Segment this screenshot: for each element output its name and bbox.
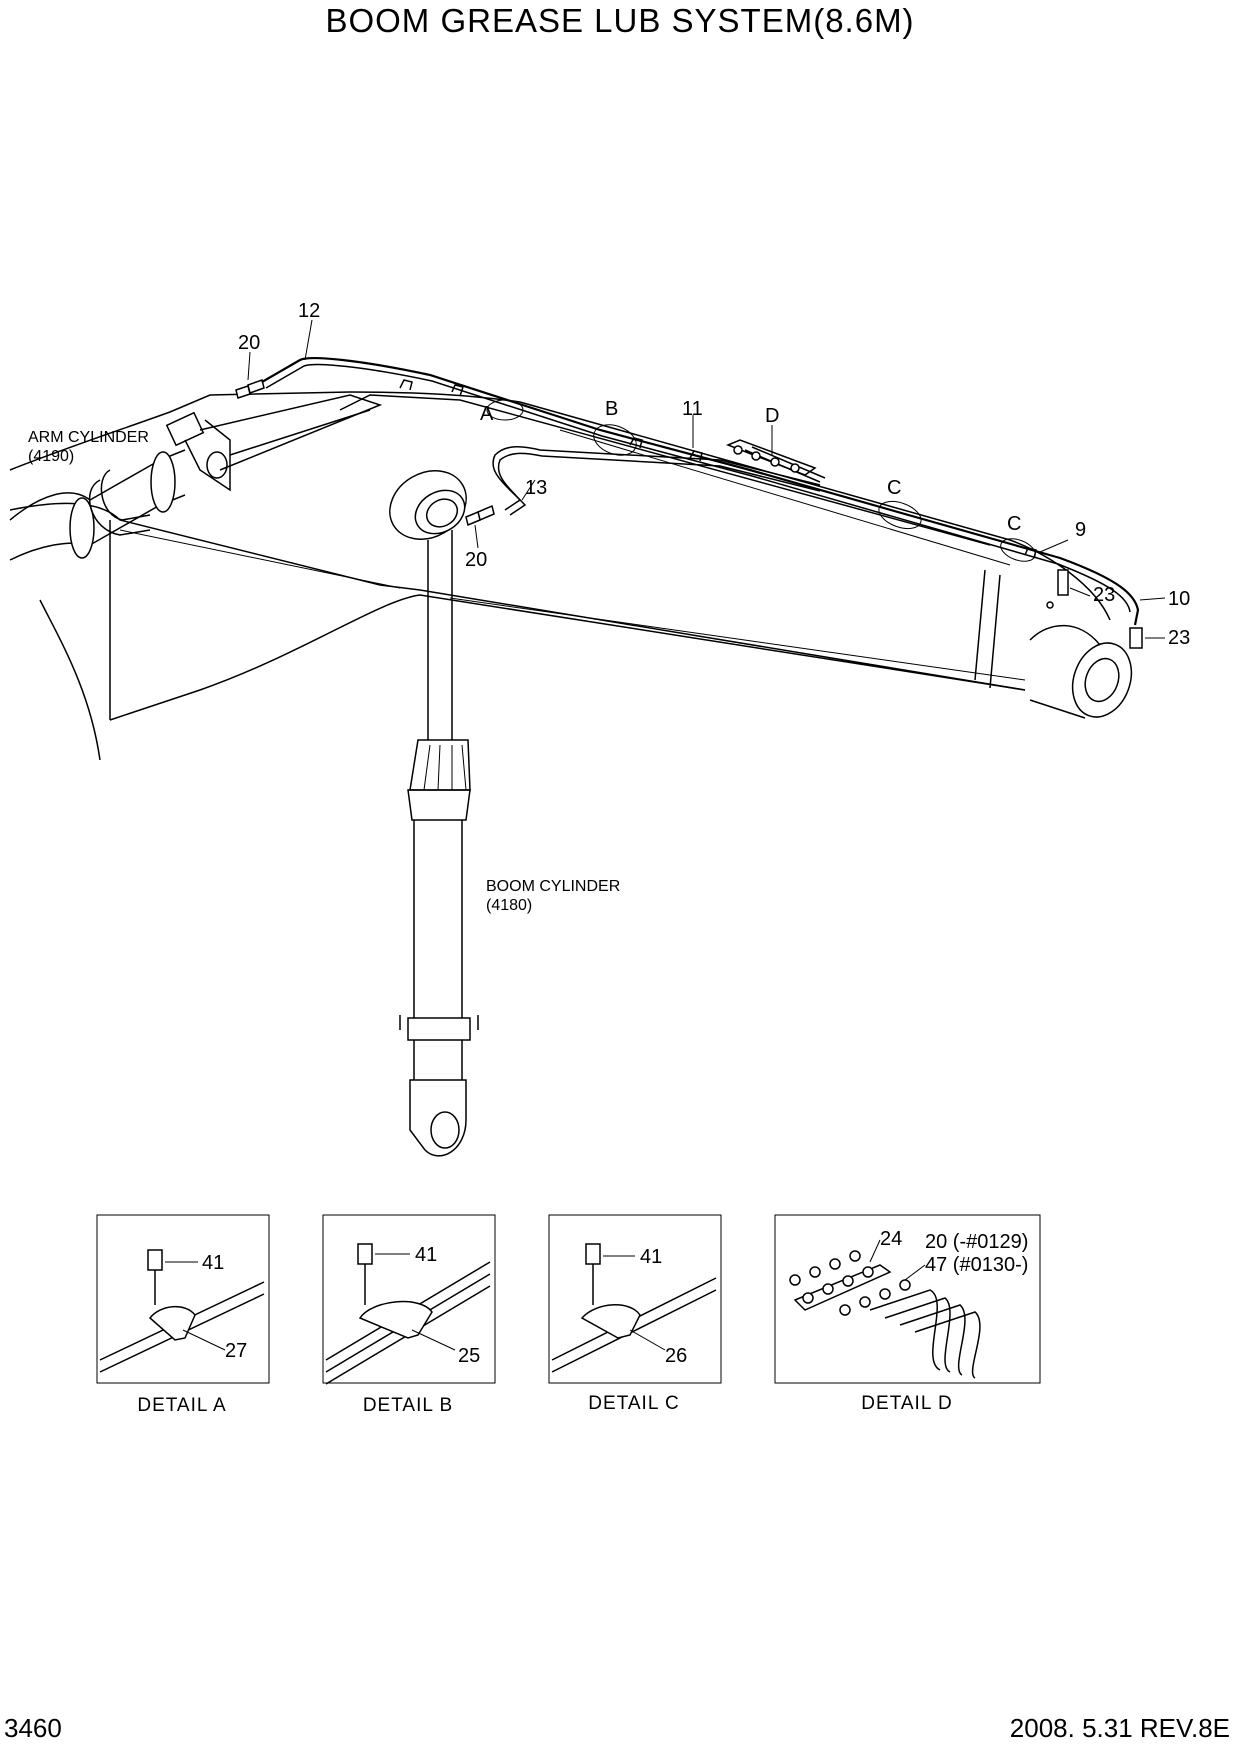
callout-9: 9 (1075, 519, 1087, 541)
page-title: BOOM GREASE LUB SYSTEM(8.6M) (325, 2, 915, 39)
detail-d-note-2: 47 (#0130-) (925, 1254, 1029, 1276)
detail-d-box (774, 1214, 1041, 1384)
callout-c-1: C (887, 477, 902, 499)
arm-cylinder-ref: ARM CYLINDER (4190) (28, 428, 149, 466)
arm-cylinder-name: ARM CYLINDER (28, 429, 149, 446)
detail-d-label: DETAIL D (861, 1393, 953, 1414)
callout-10: 10 (1168, 588, 1191, 610)
callout-a: A (480, 403, 494, 425)
detail-d-block-callout: 24 (880, 1228, 903, 1250)
detail-d-note-1: 20 (-#0129) (925, 1231, 1029, 1253)
detail-c-clamp-callout: 26 (665, 1345, 688, 1367)
callout-d: D (765, 405, 780, 427)
detail-a-clamp-callout: 27 (225, 1340, 248, 1362)
callout-c-2: C (1007, 513, 1022, 535)
callout-13: 13 (525, 477, 548, 499)
detail-b-bolt-callout: 41 (415, 1244, 438, 1266)
callout-20-upper: 20 (238, 332, 261, 354)
callout-b: B (605, 398, 619, 420)
page-number: 3460 (4, 1713, 62, 1743)
arm-cylinder-code: (4190) (28, 448, 75, 465)
callout-20-lower: 20 (465, 549, 488, 571)
boom-cylinder-code: (4180) (486, 897, 533, 914)
boom-cylinder-ref: BOOM CYLINDER (4180) (486, 877, 620, 915)
detail-a-bolt-callout: 41 (202, 1252, 225, 1274)
callout-23-lower: 23 (1168, 627, 1191, 649)
callout-11: 11 (682, 398, 703, 420)
detail-a-box (96, 1214, 270, 1384)
callout-23-upper: 23 (1093, 584, 1116, 606)
detail-c-label: DETAIL C (588, 1393, 680, 1414)
boom-cylinder-name: BOOM CYLINDER (486, 878, 621, 895)
revision-date: 2008. 5.31 REV.8E (1009, 1713, 1230, 1743)
detail-c-bolt-callout: 41 (640, 1246, 663, 1268)
detail-b-label: DETAIL B (362, 1395, 454, 1416)
detail-b-clamp-callout: 25 (458, 1345, 481, 1367)
detail-a-label: DETAIL A (137, 1395, 227, 1416)
callout-12: 12 (298, 300, 321, 322)
detail-c-box (548, 1214, 722, 1384)
detail-b-box (322, 1214, 496, 1385)
